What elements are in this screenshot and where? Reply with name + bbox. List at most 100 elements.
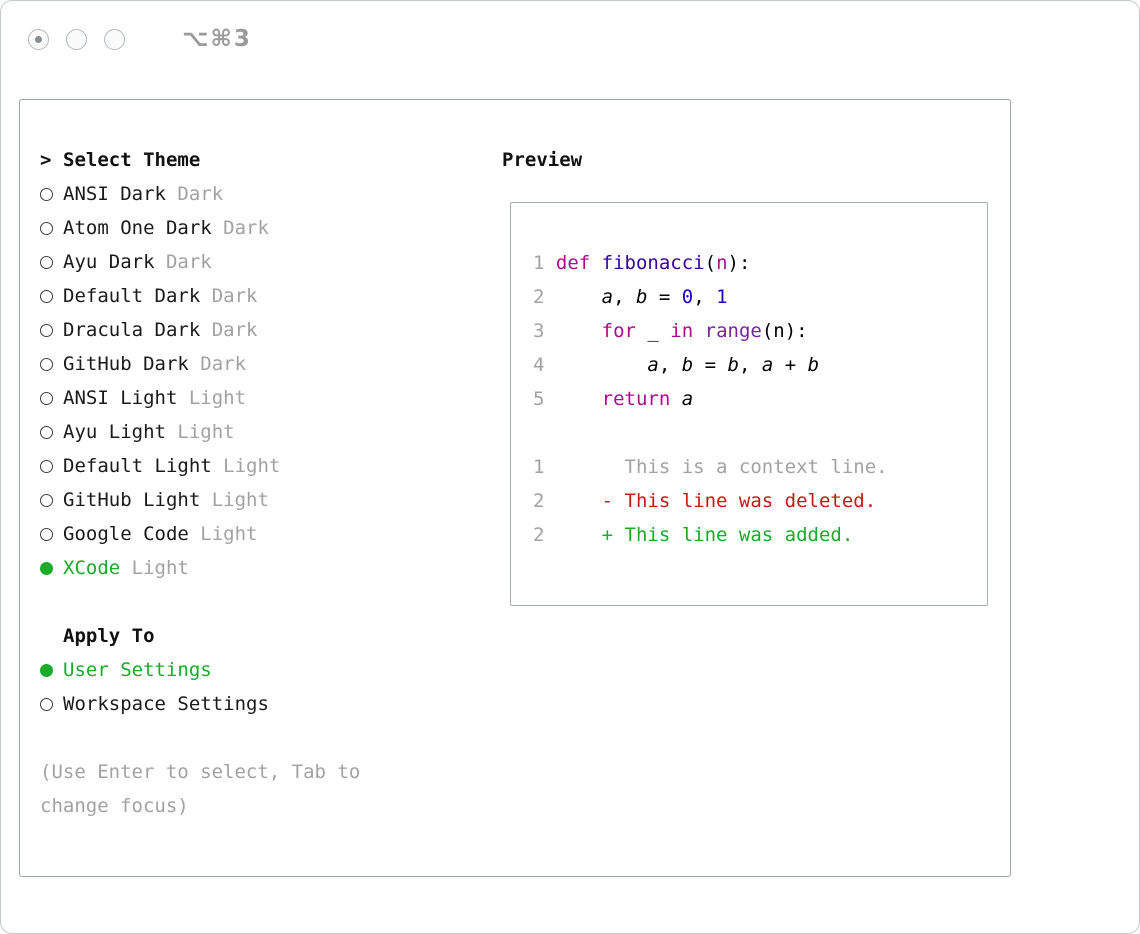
theme-name: Ayu Dark — [63, 251, 155, 273]
theme-name: Default Light — [63, 455, 212, 477]
code-token: for — [601, 320, 636, 342]
window-titlebar: ⌥⌘3 — [28, 26, 252, 52]
code-token: in — [670, 320, 694, 342]
code-token: , — [613, 286, 636, 308]
code-token — [693, 320, 704, 342]
code-token: _ — [635, 320, 671, 342]
theme-variant-badge: Dark — [223, 217, 269, 239]
theme-option[interactable]: ANSI Light Light — [40, 381, 490, 415]
radio-icon — [40, 255, 53, 269]
spacer — [40, 585, 490, 619]
code-token — [556, 320, 602, 342]
theme-name: XCode — [63, 557, 121, 579]
code-token: (n): — [761, 320, 808, 342]
radio-icon — [40, 221, 53, 235]
code-token: range — [704, 320, 762, 342]
code-token: a — [681, 388, 694, 410]
help-text-line-1: (Use Enter to select, Tab to — [40, 761, 361, 783]
code-token: ): — [727, 252, 751, 274]
theme-variant-badge: Light — [131, 557, 189, 579]
code-token: This is a context line. — [555, 456, 888, 478]
theme-option[interactable]: Default Light Light — [40, 449, 490, 483]
radio-icon — [40, 425, 53, 439]
theme-option[interactable]: XCode Light — [40, 551, 490, 585]
radio-icon — [40, 663, 53, 677]
code-token: b — [727, 354, 739, 376]
select-theme-title: Select Theme — [63, 149, 201, 171]
radio-icon — [40, 459, 53, 473]
line-number: 1 — [533, 456, 545, 478]
code-line: 1 This is a context line. — [533, 450, 987, 484]
code-token: fibonacci — [601, 252, 705, 274]
active-dot-icon — [35, 35, 42, 43]
theme-name: GitHub Dark — [63, 353, 189, 375]
apply-to-option[interactable]: User Settings — [40, 653, 490, 687]
code-token: a — [601, 286, 614, 308]
code-token: 0 — [681, 286, 694, 308]
apply-to-title: Apply To — [63, 625, 155, 647]
code-token: , — [693, 286, 717, 308]
theme-option[interactable]: Default Dark Dark — [40, 279, 490, 313]
theme-variant-badge: Light — [188, 387, 247, 409]
code-token — [556, 286, 602, 308]
code-token: = — [693, 354, 728, 376]
theme-name: Ayu Light — [63, 421, 166, 443]
code-token: b — [635, 286, 648, 308]
code-token: = — [647, 286, 682, 308]
code-line: 2 a, b = 0, 1 — [533, 280, 987, 314]
theme-name: Default Dark — [63, 285, 201, 307]
theme-name: ANSI Light — [63, 387, 178, 409]
traffic-light-zoom[interactable] — [104, 28, 125, 50]
line-number: 4 — [533, 354, 545, 376]
preview-title: Preview — [502, 149, 583, 171]
traffic-light-close[interactable] — [28, 28, 49, 50]
code-token: 1 — [716, 286, 728, 308]
code-token — [556, 354, 648, 376]
theme-option[interactable]: Ayu Dark Dark — [40, 245, 490, 279]
code-token: ( — [704, 252, 717, 274]
code-line: 2 + This line was added. — [533, 518, 987, 552]
theme-variant-badge: Dark — [165, 251, 212, 273]
spacer — [40, 721, 490, 755]
code-line: 4 a, b = b, a + b — [533, 348, 987, 382]
code-token: b — [807, 354, 820, 376]
theme-option[interactable]: GitHub Dark Dark — [40, 347, 490, 381]
theme-name: ANSI Dark — [63, 183, 166, 205]
radio-icon — [40, 187, 53, 201]
apply-to-header: Apply To — [40, 619, 490, 653]
code-token: a — [761, 354, 774, 376]
radio-icon — [40, 561, 53, 575]
theme-variant-badge: Light — [223, 455, 281, 477]
theme-name: Dracula Dark — [63, 319, 201, 341]
radio-icon — [40, 323, 53, 337]
line-number: 2 — [533, 524, 545, 546]
keyboard-shortcut-label: ⌥⌘3 — [182, 26, 252, 52]
line-number: 3 — [533, 320, 545, 342]
theme-variant-badge: Light — [211, 489, 269, 511]
code-line — [533, 416, 987, 450]
code-line: 5 return a — [533, 382, 987, 416]
apply-to-name: User Settings — [63, 659, 212, 681]
line-number: 2 — [533, 490, 545, 512]
radio-icon — [40, 527, 53, 541]
apply-to-option[interactable]: Workspace Settings — [40, 687, 490, 721]
code-line: 2 - This line was deleted. — [533, 484, 987, 518]
traffic-light-minimize[interactable] — [66, 28, 87, 50]
code-token: , — [738, 354, 762, 376]
theme-variant-badge: Dark — [211, 285, 258, 307]
code-token — [670, 388, 681, 410]
theme-variant-badge: Dark — [200, 353, 247, 375]
